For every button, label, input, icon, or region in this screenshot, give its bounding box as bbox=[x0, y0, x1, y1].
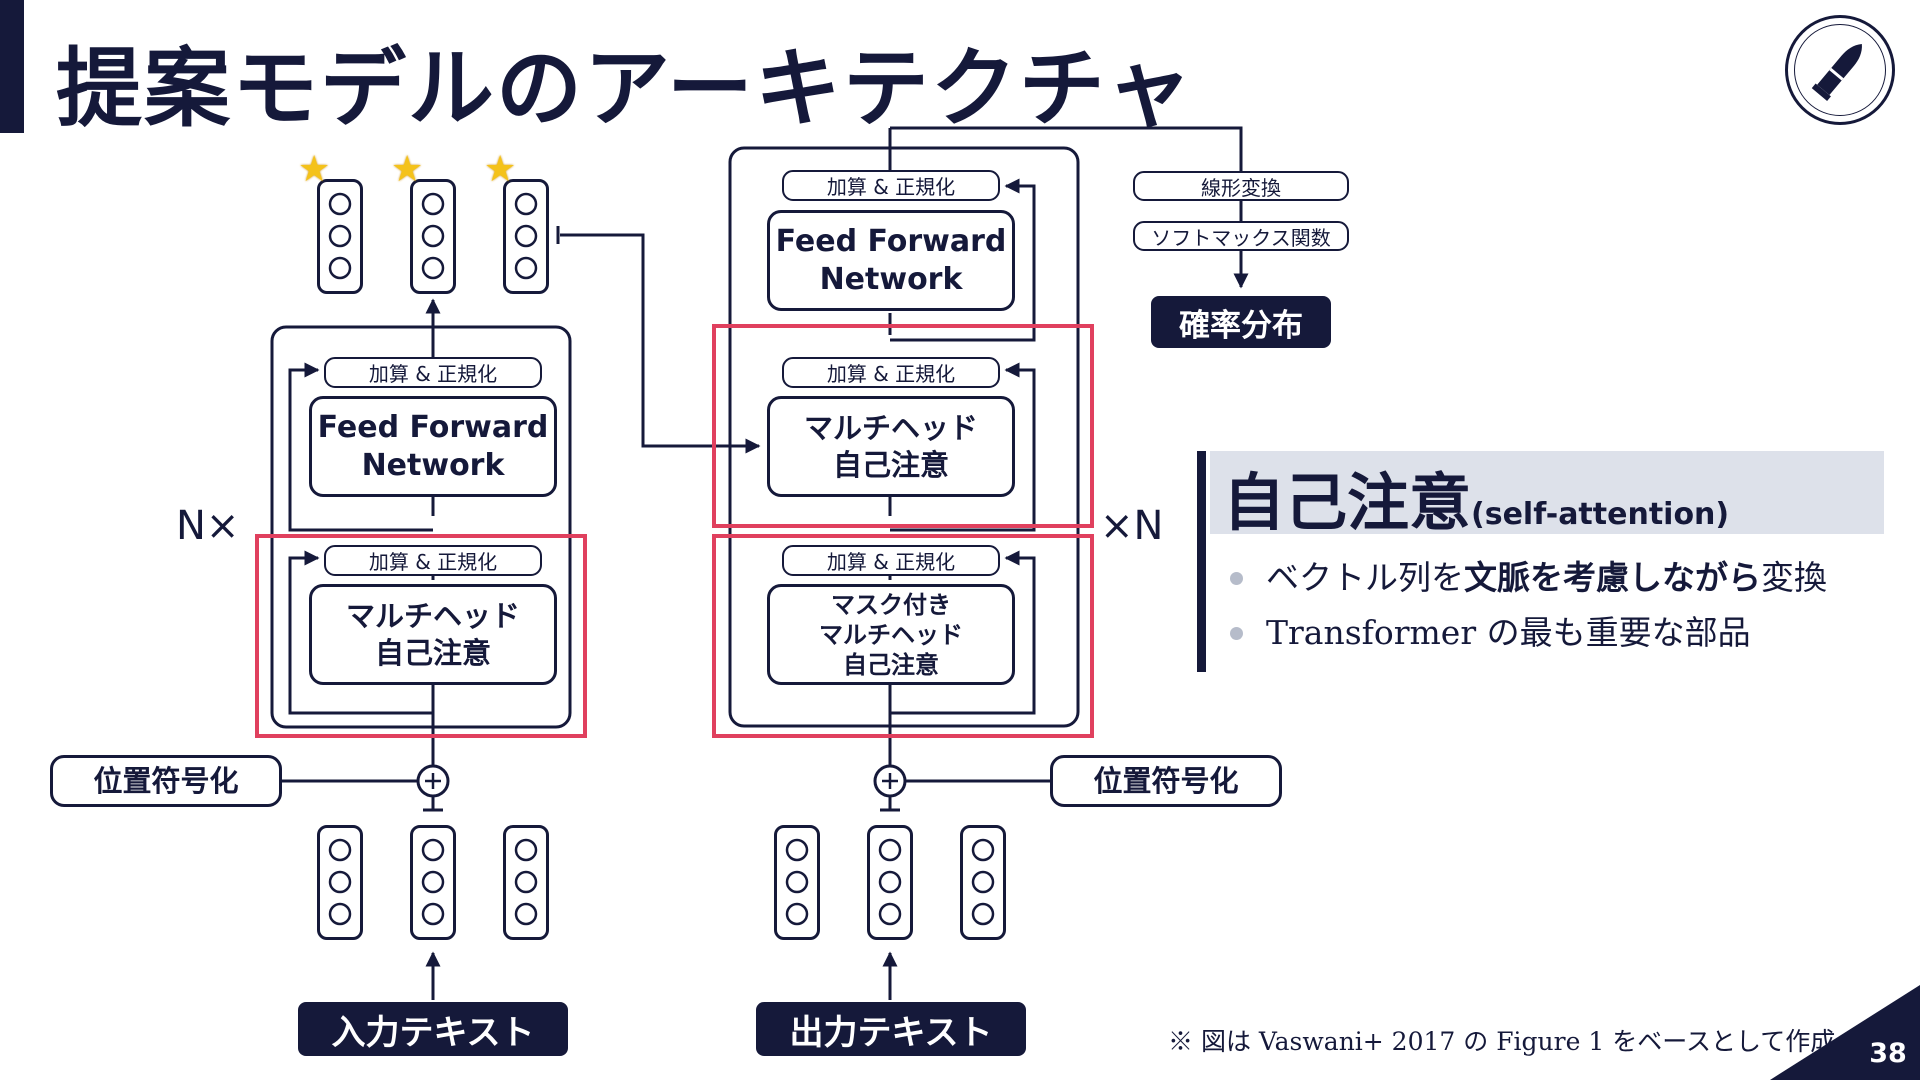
probability-distribution-label: 確率分布 bbox=[1151, 296, 1331, 348]
decoder-addnorm-mid: 加算 & 正規化 bbox=[782, 357, 1000, 388]
page-number: 38 bbox=[1869, 1038, 1907, 1069]
encoder-addnorm-top: 加算 & 正規化 bbox=[324, 357, 542, 388]
linear-transform-box: 線形変換 bbox=[1133, 171, 1349, 201]
decoder-positional-encoding: 位置符号化 bbox=[1050, 755, 1282, 807]
encoder-repeat-label: N× bbox=[176, 503, 240, 549]
bullet-logo-icon bbox=[1785, 15, 1895, 125]
input-text-label: 入力テキスト bbox=[298, 1002, 568, 1056]
decoder-addnorm-top: 加算 & 正規化 bbox=[782, 170, 1000, 201]
encoder-positional-encoding: 位置符号化 bbox=[50, 755, 282, 807]
bullet-item: Transformer の最も重要な部品 bbox=[1230, 605, 1827, 660]
decoder-repeat-label: ×N bbox=[1100, 503, 1164, 549]
self-attention-accent-bar bbox=[1197, 451, 1206, 672]
page-title: 提案モデルのアーキテクチャ bbox=[56, 39, 1194, 139]
star-icon: ★ bbox=[298, 149, 331, 190]
encoder-self-attention-block: マルチヘッド 自己注意 bbox=[309, 584, 557, 685]
star-icon: ★ bbox=[391, 149, 424, 190]
bullet-item: ベクトル列を文脈を考慮しながら変換 bbox=[1230, 550, 1827, 605]
self-attention-title-en: (self-attention) bbox=[1471, 497, 1730, 532]
decoder-ffn-block: Feed Forward Network bbox=[767, 210, 1015, 311]
footnote: ※ 図は Vaswani+ 2017 の Figure 1 をベースとして作成 bbox=[1168, 1027, 1836, 1056]
page-corner-triangle bbox=[1770, 985, 1920, 1080]
encoder-addnorm-bottom: 加算 & 正規化 bbox=[324, 545, 542, 576]
self-attention-header-band bbox=[1210, 451, 1884, 534]
decoder-cross-attention-block: マルチヘッド 自己注意 bbox=[767, 396, 1015, 497]
encoder-ffn-block: Feed Forward Network bbox=[309, 396, 557, 497]
star-icon: ★ bbox=[484, 149, 517, 190]
self-attention-heading: 自己注意(self-attention) bbox=[1223, 452, 1729, 542]
self-attention-bullets: ベクトル列を文脈を考慮しながら変換 Transformer の最も重要な部品 bbox=[1230, 550, 1827, 660]
decoder-addnorm-bottom: 加算 & 正規化 bbox=[782, 545, 1000, 576]
self-attention-title: 自己注意 bbox=[1223, 466, 1472, 539]
decoder-masked-attention-block: マスク付き マルチヘッド 自己注意 bbox=[767, 584, 1015, 685]
title-accent-bar bbox=[0, 0, 24, 133]
output-text-label: 出力テキスト bbox=[756, 1002, 1026, 1056]
softmax-box: ソフトマックス関数 bbox=[1133, 221, 1349, 251]
